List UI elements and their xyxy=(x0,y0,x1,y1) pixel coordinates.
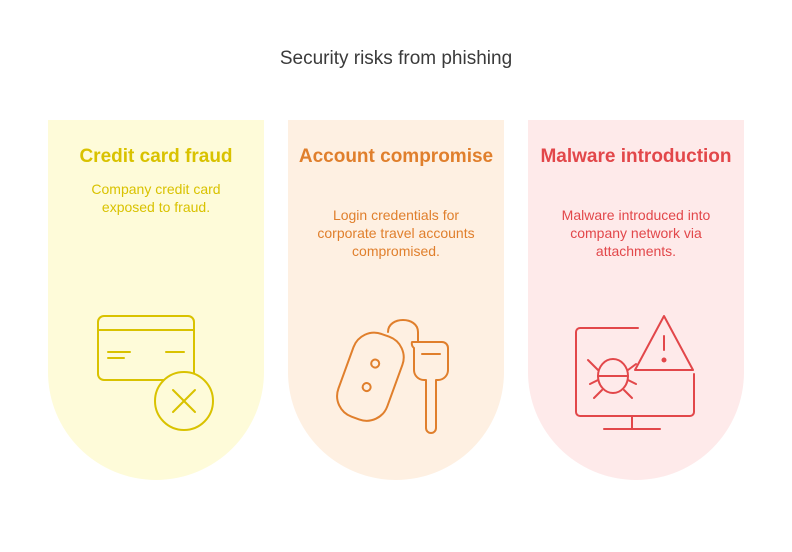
card-title: Account compromise xyxy=(298,146,494,167)
card-description: Company credit card exposed to fraud. xyxy=(91,181,221,215)
credit-card-x-icon xyxy=(97,315,214,431)
card-title: Malware introduction xyxy=(540,146,732,167)
card-description: Login credentials for corporate travel a… xyxy=(317,207,475,259)
card-description: Malware introduced into company network … xyxy=(561,207,711,259)
card-account-compromise: Account compromise Login credentials for… xyxy=(288,120,504,480)
card-malware-introduction: Malware introduction Malware introduced … xyxy=(528,120,744,480)
card-credit-card-fraud: Credit card fraud Company credit card ex… xyxy=(48,120,264,480)
monitor-bug-warning-icon xyxy=(575,315,695,430)
diagram-title: Security risks from phishing xyxy=(279,48,513,69)
keys-icon xyxy=(336,319,449,434)
card-title: Credit card fraud xyxy=(79,146,233,167)
